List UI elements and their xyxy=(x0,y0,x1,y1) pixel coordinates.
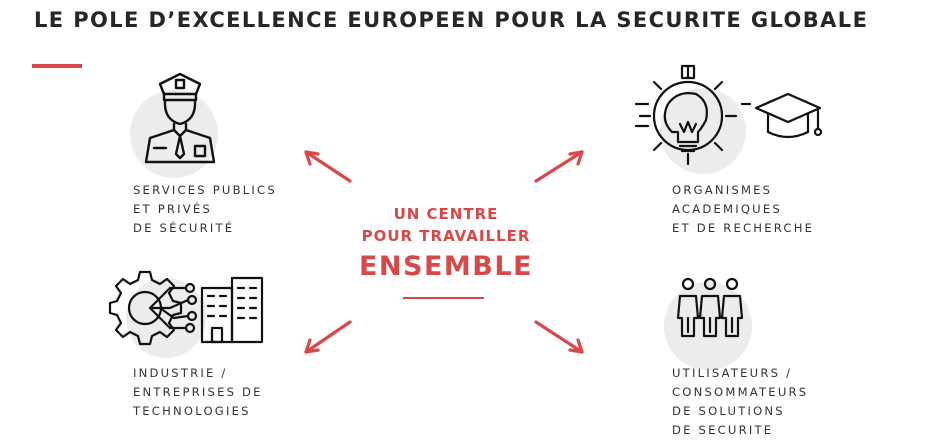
arrow-to-bottom-right xyxy=(534,320,584,354)
security-officer-icon xyxy=(144,72,216,164)
label-users: UTILISATEURS / CONSOMMATEURS DE SOLUTION… xyxy=(672,366,809,437)
people-group-icon xyxy=(676,277,744,338)
arrow-to-top-left xyxy=(304,150,352,183)
title-accent-bar xyxy=(32,64,82,68)
center-line-1: UN CENTRE xyxy=(393,205,499,223)
arrow-to-top-right xyxy=(534,150,584,183)
center-underline xyxy=(403,297,484,299)
label-security-services: SERVICES PUBLICS ET PRIVÉS DE SÉCURITÉ xyxy=(133,183,277,235)
gear-network-buildings-icon xyxy=(108,270,264,346)
label-academic-research: ORGANISMES ACADEMIQUES ET DE RECHERCHE xyxy=(672,183,815,235)
arrow-to-bottom-left xyxy=(304,320,352,354)
lightbulb-gear-graduation-cap-icon xyxy=(634,64,823,166)
page-title: LE POLE D’EXCELLENCE EUROPEEN POUR LA SE… xyxy=(34,8,869,32)
label-industry: INDUSTRIE / ENTREPRISES DE TECHNOLOGIES xyxy=(133,366,263,418)
center-line-3: ENSEMBLE xyxy=(358,251,534,282)
center-slogan: UN CENTRE POUR TRAVAILLER ENSEMBLE xyxy=(352,203,540,285)
icon-background-circle xyxy=(130,90,218,178)
center-line-2: POUR TRAVAILLER xyxy=(361,227,531,245)
